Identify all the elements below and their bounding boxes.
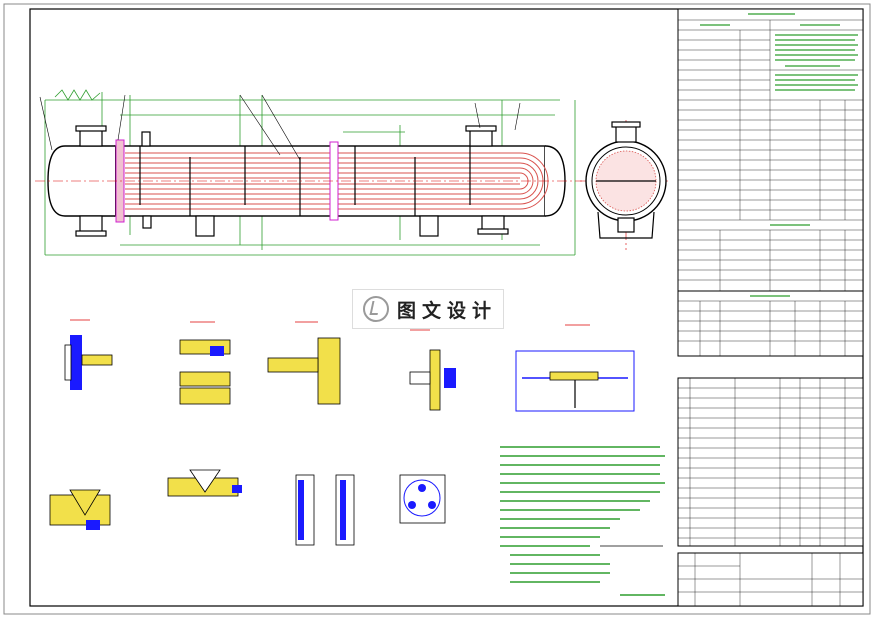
gasket-detail xyxy=(295,474,355,546)
weld-detail-1 xyxy=(49,489,111,530)
exchanger-end-view xyxy=(580,120,670,250)
weld-detail-2 xyxy=(167,469,242,497)
site-logo-icon xyxy=(363,296,389,322)
design-data-table xyxy=(677,8,864,292)
nozzle-tube-outlet xyxy=(79,215,103,233)
detail-view-4 xyxy=(409,329,456,411)
nozzle-shell-outlet xyxy=(481,215,505,231)
nozzle-shell-inlet xyxy=(469,129,493,147)
detail-view-2 xyxy=(179,321,231,405)
watermark-text: 图文设计 xyxy=(397,299,498,322)
nozzle-tube-inlet xyxy=(79,129,103,147)
bolt-layout-detail xyxy=(399,474,446,524)
saddle-support-left xyxy=(195,215,215,237)
detail-view-3 xyxy=(267,321,341,405)
technical-notes xyxy=(500,446,665,596)
nozzle-drain xyxy=(142,215,152,229)
title-block xyxy=(600,545,864,607)
saddle-support-right xyxy=(419,215,439,237)
parts-list xyxy=(677,377,864,547)
detail-view-5 xyxy=(515,324,635,412)
detail-view-1 xyxy=(64,319,113,390)
nozzle-vent xyxy=(141,131,151,147)
nozzle-table xyxy=(677,290,864,357)
exchanger-elevation xyxy=(35,89,582,256)
watermark-banner: 图文设计 xyxy=(352,289,504,329)
